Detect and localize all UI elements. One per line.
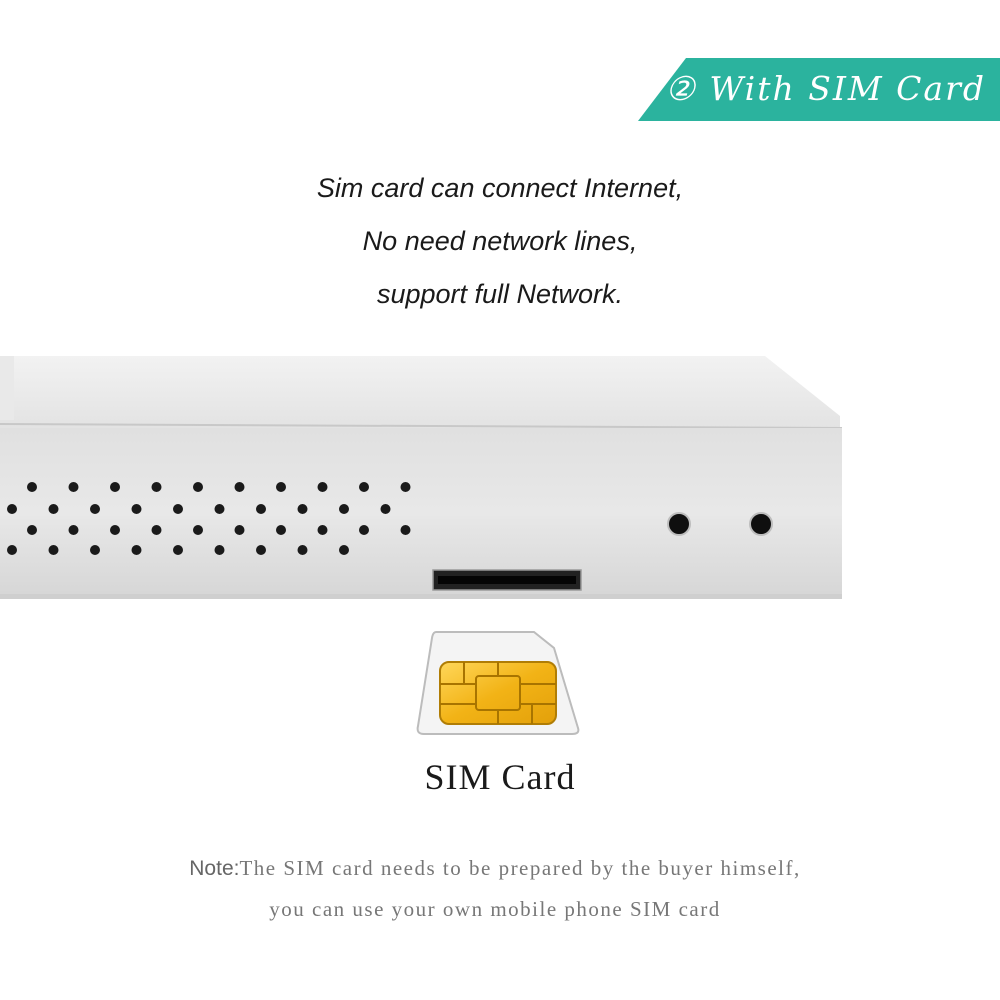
port-hole-right [749,512,773,536]
note-line-2: you can use your own mobile phone SIM ca… [269,897,721,921]
vent-hole [110,482,120,492]
vent-hole [339,504,349,514]
vent-hole [400,525,411,535]
vent-hole [214,545,225,555]
vent-hole [256,545,266,555]
vent-hole [214,504,225,514]
note-text-1: The SIM card needs to be prepared by the… [239,856,801,880]
vent-hole [7,504,17,514]
port-hole-left [667,512,691,536]
vent-hole [359,482,369,492]
vent-hole [173,504,183,514]
vent-hole [380,504,391,514]
vent-hole [131,545,142,555]
headline-line-1: Sim card can connect Internet, [316,173,684,203]
vent-hole [297,545,308,555]
router-device-icon [0,356,843,599]
vent-hole [234,525,245,535]
vent-hole [151,482,162,492]
vent-hole [131,504,142,514]
vent-hole [90,504,100,514]
vent-hole [68,525,79,535]
banner-label: With SIM Card [709,69,986,108]
vent-hole [234,482,245,492]
vent-hole [7,545,17,555]
vent-holes [7,482,411,555]
section-banner: ② With SIM Card [638,58,1000,121]
vent-hole [276,525,286,535]
buyer-note: Note:The SIM card needs to be prepared b… [0,848,990,930]
banner-title: ② With SIM Card [665,69,986,108]
vent-hole [193,525,203,535]
vent-hole [297,504,308,514]
vent-hole [276,482,286,492]
vent-hole [193,482,203,492]
vent-hole [339,545,349,555]
note-label: Note: [189,857,240,880]
vent-hole [27,482,37,492]
sim-card-icon [416,631,580,735]
vent-hole [359,525,369,535]
vent-hole [110,525,120,535]
note-line-1: Note:The SIM card needs to be prepared b… [0,848,990,889]
vent-hole [317,482,328,492]
headline-line-2: No need network lines, [362,226,638,256]
banner-number: ② [665,69,697,108]
headline-line-3: support full Network. [376,279,624,309]
vent-hole [48,504,59,514]
vent-hole [90,545,100,555]
sim-card-caption: SIM Card [424,757,576,797]
vent-hole [400,482,411,492]
device-top [0,356,840,428]
vent-hole [27,525,37,535]
vent-hole [48,545,59,555]
vent-hole [68,482,79,492]
device-front [0,428,842,598]
vent-hole [151,525,162,535]
headline: Sim card can connect Internet, No need n… [0,162,1000,321]
vent-hole [317,525,328,535]
vent-hole [173,545,183,555]
vent-hole [256,504,266,514]
